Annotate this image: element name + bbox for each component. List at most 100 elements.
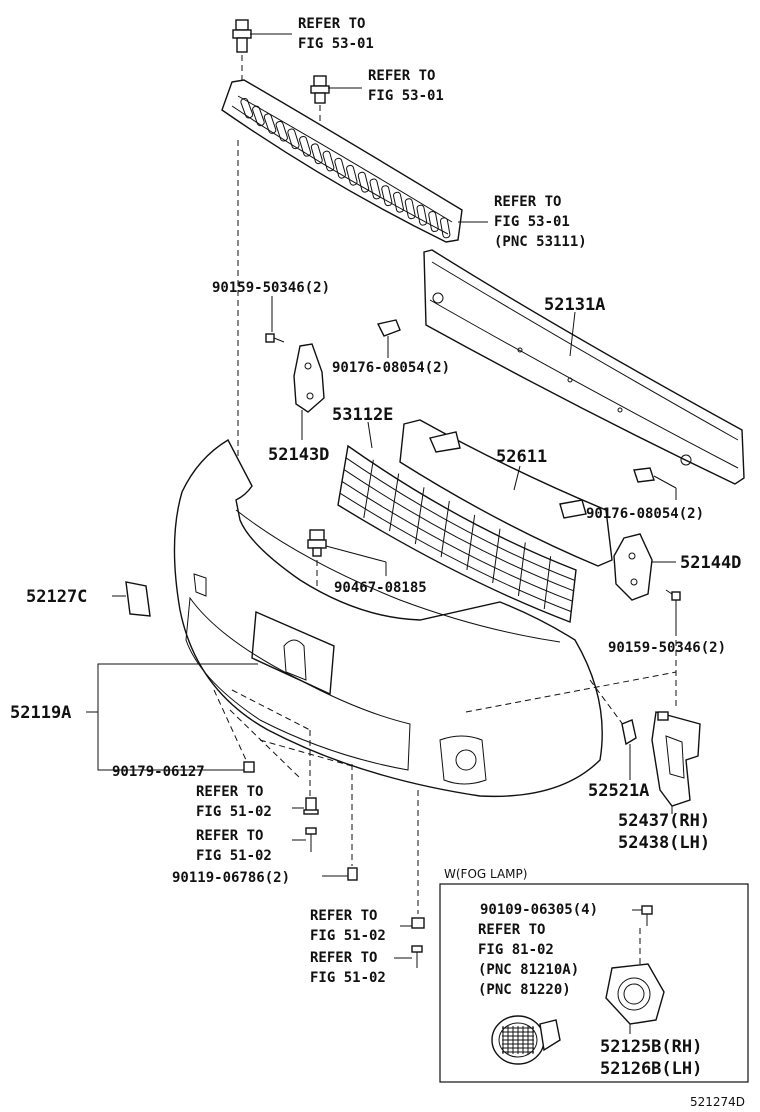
clip-90176-left <box>376 319 401 358</box>
grille-slat <box>381 185 393 207</box>
grille-slat <box>240 97 254 119</box>
bracket-52144D <box>613 533 676 601</box>
grille-mesh-curve <box>345 457 575 581</box>
grille-slat <box>428 211 439 232</box>
label-refer-51-02-c-1: REFER TO <box>310 908 377 924</box>
label-refer-51-02-b-1: REFER TO <box>196 828 263 844</box>
label-52437: 52437(RH) <box>618 811 710 831</box>
grille-slat <box>299 135 312 157</box>
grille-slat <box>252 105 265 127</box>
fog-lamp-screw <box>632 905 653 926</box>
label-refer-53-01-a-2: FIG 53-01 <box>298 36 374 52</box>
lead-52611 <box>513 465 521 491</box>
grille-slat <box>263 113 277 134</box>
label-52125B: 52125B(RH) <box>600 1037 702 1057</box>
label-refer-81-02-3: (PNC 81210A) <box>478 962 579 978</box>
label-90159-upper: 90159-50346(2) <box>212 280 330 296</box>
bolt-90159-upper <box>265 296 285 343</box>
label-fog-lamp-title: W(FOG LAMP) <box>444 867 527 881</box>
fog-lamp-81210A <box>491 1015 561 1065</box>
label-refer-53-01-c-1: REFER TO <box>494 194 561 210</box>
grille-mesh-line <box>466 514 476 571</box>
diagram-id: 521274D <box>690 1095 745 1109</box>
fog-lamp-box <box>439 883 749 1083</box>
label-52438: 52438(LH) <box>618 833 710 853</box>
label-90176-left: 90176-08054(2) <box>332 360 450 376</box>
label-52126B: 52126B(LH) <box>600 1059 702 1079</box>
upper-grille <box>221 79 463 243</box>
label-52119A: 52119A <box>10 703 71 723</box>
label-refer-51-02-d-2: FIG 51-02 <box>310 970 386 986</box>
clip-52521A <box>621 719 637 780</box>
label-52127C: 52127C <box>26 587 87 607</box>
absorber-52611 <box>399 419 613 567</box>
dash-low-1 <box>231 689 311 731</box>
label-refer-81-02-1: REFER TO <box>478 922 545 938</box>
fastener-fig51-c <box>400 917 425 929</box>
grille-mesh-line <box>492 528 501 584</box>
grille-mesh-line <box>543 556 552 610</box>
fastener-fig51-a <box>292 797 319 815</box>
top-clip-2 <box>310 75 362 104</box>
label-refer-81-02-4: (PNC 81220) <box>478 982 571 998</box>
lower-grille-53112E <box>337 444 577 623</box>
grille-mesh-line <box>414 487 425 545</box>
dash-right-1 <box>465 671 677 713</box>
label-52521A: 52521A <box>588 781 649 801</box>
label-refer-51-02-c-2: FIG 51-02 <box>310 928 386 944</box>
lead-52131A <box>569 311 576 357</box>
label-refer-53-01-b-2: FIG 53-01 <box>368 88 444 104</box>
label-52611: 52611 <box>496 447 547 467</box>
fastener-fig51-d <box>394 945 423 968</box>
grille-mesh-line <box>440 501 450 558</box>
label-refer-53-01-a-1: REFER TO <box>298 16 365 32</box>
grille-slat <box>416 204 428 226</box>
reinforcement-52131A <box>423 249 745 485</box>
label-52143D: 52143D <box>268 445 329 465</box>
label-90109: 90109-06305(4) <box>480 902 598 918</box>
label-52144D: 52144D <box>680 553 741 573</box>
label-refer-51-02-a-1: REFER TO <box>196 784 263 800</box>
grille-slat <box>369 178 381 200</box>
label-refer-51-02-d-1: REFER TO <box>310 950 377 966</box>
clip-90467 <box>307 529 387 576</box>
bracket-52437-52438 <box>651 711 701 814</box>
label-90119: 90119-06786(2) <box>172 870 290 886</box>
dash-low-2 <box>229 709 301 779</box>
grille-slat <box>439 217 451 239</box>
label-90159-lower: 90159-50346(2) <box>608 640 726 656</box>
grille-slat <box>346 164 358 186</box>
label-52131A: 52131A <box>544 295 605 315</box>
grille-mesh-line <box>389 473 400 532</box>
grille-slat <box>322 150 335 172</box>
clip-90176-right <box>633 467 677 500</box>
grille-slat <box>393 191 404 213</box>
grille-slat <box>334 157 346 179</box>
label-refer-81-02-2: FIG 81-02 <box>478 942 554 958</box>
label-90179: 90179-06127 <box>112 764 205 780</box>
top-clip-1 <box>232 19 292 53</box>
label-refer-51-02-a-2: FIG 51-02 <box>196 804 272 820</box>
grille-mesh-curve <box>339 492 572 613</box>
label-refer-51-02-b-2: FIG 51-02 <box>196 848 272 864</box>
label-refer-53-01-b-1: REFER TO <box>368 68 435 84</box>
grille-slat <box>357 171 370 193</box>
label-90467: 90467-08185 <box>334 580 427 596</box>
dash-low-3 <box>259 739 353 767</box>
bolt-90159-lower <box>665 589 681 636</box>
grille-slat <box>404 198 416 220</box>
grille-mesh-curve <box>341 480 573 602</box>
clip-90179 <box>243 761 255 773</box>
bracket-52143D <box>293 343 325 440</box>
fog-lamp-bracket-52125B <box>605 963 665 1034</box>
fastener-fig51-b <box>292 827 317 852</box>
grille-slat <box>310 143 323 165</box>
label-refer-53-01-c-3: (PNC 53111) <box>494 234 587 250</box>
side-marker-52127C <box>112 581 151 617</box>
grille-mesh-line <box>363 459 374 519</box>
label-refer-53-01-c-2: FIG 53-01 <box>494 214 570 230</box>
label-53112E: 53112E <box>332 405 393 425</box>
lead-53112E <box>367 421 373 449</box>
